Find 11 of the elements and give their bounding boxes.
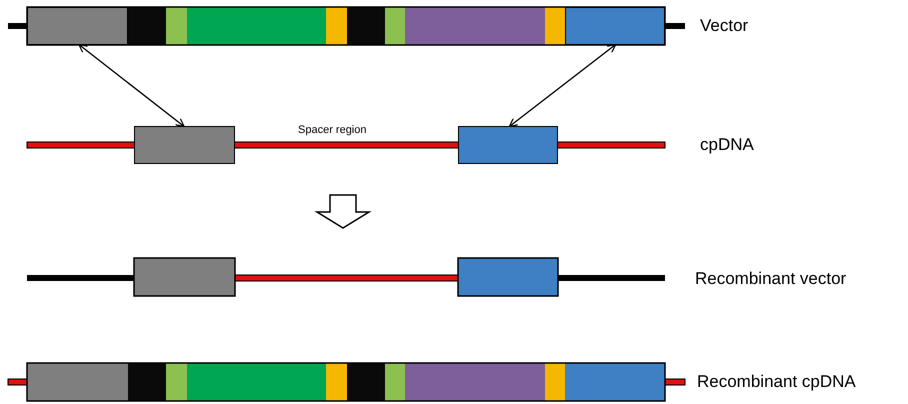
sequence-block [565, 7, 665, 45]
row-label: Vector [700, 16, 748, 36]
sequence-block [458, 126, 558, 164]
region-label: Spacer region [298, 124, 366, 136]
double-arrow [508, 44, 616, 128]
row-label: Recombinant cpDNA [697, 372, 856, 392]
sequence-block [27, 7, 128, 45]
row-label: Recombinant vector [695, 269, 846, 289]
row-label: cpDNA [700, 135, 754, 155]
sequence-block [134, 126, 235, 164]
double-arrow [78, 44, 185, 128]
